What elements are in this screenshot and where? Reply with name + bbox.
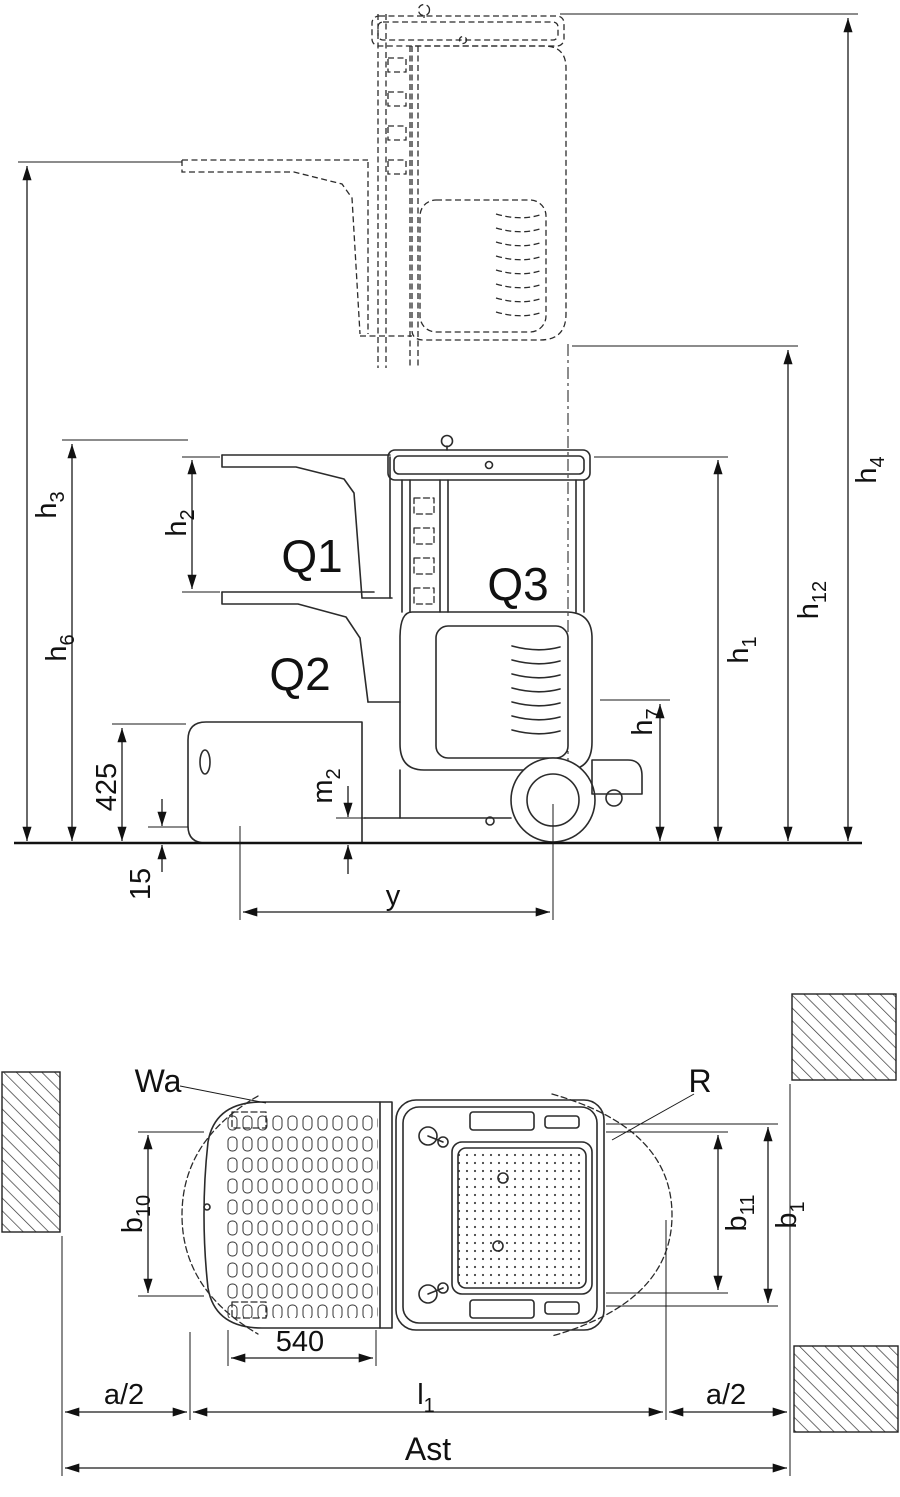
label-q3: Q3 (487, 558, 548, 610)
dimension-b11: b11 (606, 1131, 759, 1294)
dimension-h7: h7 (600, 699, 670, 841)
dim-label-b11: b11 (721, 1195, 759, 1232)
dim-label-15: 15 (125, 868, 157, 900)
dimension-h12: h12 (572, 345, 831, 841)
label-q2: Q2 (269, 648, 330, 700)
cab-floor-dots (457, 1147, 587, 1289)
dim-label-h3: h3 (31, 491, 69, 518)
dim-label-m2: m2 (307, 768, 345, 803)
aisle-wall-left (1, 1071, 61, 1233)
dim-label-l1: l1 (417, 1379, 435, 1417)
dimension-row-l1: a/2 l1 a/2 (61, 1084, 791, 1476)
dim-label-h6: h6 (41, 634, 79, 661)
turning-arc-r (551, 1093, 673, 1337)
mast-cap-raised (417, 3, 431, 17)
steering-unit (418, 1126, 438, 1146)
dimension-h4: h4 (560, 13, 889, 841)
dimension-540: 540 (227, 1326, 377, 1366)
dim-label-h1: h1 (723, 636, 761, 663)
mast-cap (440, 434, 454, 448)
dim-label-h12: h12 (793, 581, 831, 619)
dimension-y: y (239, 804, 554, 920)
label-wa: Wa (135, 1063, 182, 1099)
label-r-group: R (611, 1063, 712, 1141)
platform-grid (226, 1112, 378, 1318)
dimension-425: 425 (91, 723, 186, 841)
body-lower (399, 611, 593, 771)
dim-label-h7: h7 (627, 708, 665, 735)
label-q1: Q1 (281, 530, 342, 582)
machine-side-lowered (187, 434, 643, 844)
dimension-b10: b10 (117, 1131, 204, 1297)
label-wa-group: Wa (135, 1063, 267, 1104)
dim-label-540: 540 (276, 1326, 324, 1358)
cab-panel-raised (419, 199, 547, 333)
machine-top-view (181, 1093, 673, 1337)
dim-label-y: y (386, 880, 401, 912)
label-r: R (688, 1063, 711, 1099)
dim-label-ast: Ast (405, 1431, 451, 1467)
body-panel (435, 625, 569, 759)
cab-outline-top (395, 1099, 605, 1331)
dimension-h6: h6 (41, 439, 188, 841)
aisle-wall-bottom-right (793, 1345, 899, 1433)
rear-bumper (591, 759, 643, 795)
dimension-m2: m2 (307, 768, 366, 874)
cab-floor-frame (451, 1141, 593, 1295)
cab-body-raised (411, 45, 567, 341)
dimension-ast: Ast (65, 1431, 787, 1473)
overhead-guard-raised (371, 15, 565, 47)
dimension-h1: h1 (594, 456, 761, 841)
dim-label-a2-left: a/2 (104, 1379, 144, 1411)
dimension-h3: h3 (18, 161, 182, 841)
dim-label-h2: h2 (161, 509, 199, 536)
machine-side-raised (181, 3, 567, 368)
platform-outline (203, 1101, 393, 1329)
dimension-h2: h2 (161, 456, 220, 593)
dimension-b1: b1 (606, 1123, 809, 1307)
dim-label-h4: h4 (851, 456, 889, 483)
dim-label-b10: b10 (117, 1195, 155, 1233)
dim-label-b1: b1 (771, 1201, 809, 1228)
steer-arc-wa (181, 1095, 259, 1335)
aisle-wall-top-right (791, 993, 897, 1081)
overhead-guard (387, 449, 591, 481)
dim-label-425: 425 (91, 763, 123, 811)
dimension-15: 15 (125, 799, 188, 900)
dim-label-a2-right: a/2 (706, 1379, 746, 1411)
